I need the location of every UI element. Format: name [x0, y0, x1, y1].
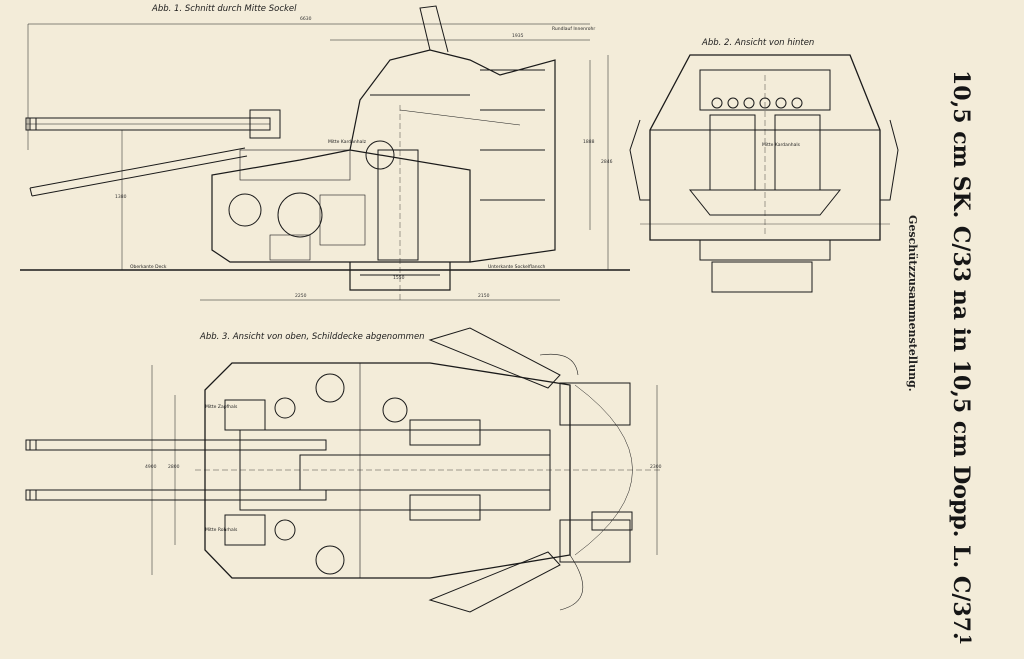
dim-2300: 2300 [650, 465, 662, 470]
dim-2800: 2800 [168, 465, 180, 470]
dim-1550: 1550 [393, 276, 405, 281]
label-rundlauf: Rundlauf Innenrohr [552, 27, 596, 32]
fig1-upper-barrel [25, 109, 281, 139]
fig1-pedestal [200, 105, 560, 301]
dim-2250: 2250 [295, 294, 307, 299]
dim-1380: 1380 [115, 195, 127, 200]
dim-2150: 2150 [478, 294, 490, 299]
dim-1888: 1888 [583, 140, 595, 145]
dim-2846: 2846 [601, 160, 613, 165]
fig1-caption: Abb. 1. Schnitt durch Mitte Sockel [152, 4, 297, 14]
page-title: 10,5 cm SK. C/33 na in 10,5 cm Dopp. L. … [948, 70, 974, 640]
label-mitte-kardanhals: Mitte Kardanhalz [328, 140, 366, 145]
label-mitte-rohrhals: Mitte Rohrhals [205, 528, 238, 533]
page-subtitle: Geschützzusammenstellung. [906, 215, 919, 392]
fig3-caption: Abb. 3. Ansicht von oben, Schilddecke ab… [200, 332, 425, 342]
fig1-mount-body [211, 5, 556, 263]
label-mitte-kardanhals-rear: Mitte Kardanhals [762, 143, 800, 148]
label-unterkante-sockelflansch: Unterkante Sockelflansch [488, 265, 546, 270]
fig1-side-section [20, 5, 630, 301]
fig2-rear-view [629, 54, 899, 293]
fig3-barrel-right [25, 489, 327, 501]
label-mitte-zapfhals: Mitte Zapfhals [205, 405, 238, 410]
fig3-top-view [25, 327, 660, 613]
dim-4900: 4900 [145, 465, 157, 470]
page-number: 1 [956, 634, 975, 646]
fig2-caption: Abb. 2. Ansicht von hinten [702, 38, 815, 48]
dim-1935: 1935 [512, 34, 524, 39]
fig3-barrel-left [25, 439, 327, 451]
fig1-lower-barrel [29, 147, 248, 197]
dim-6630: 6630 [300, 17, 312, 22]
label-oberkante-deck: Oberkante Deck [130, 265, 167, 270]
